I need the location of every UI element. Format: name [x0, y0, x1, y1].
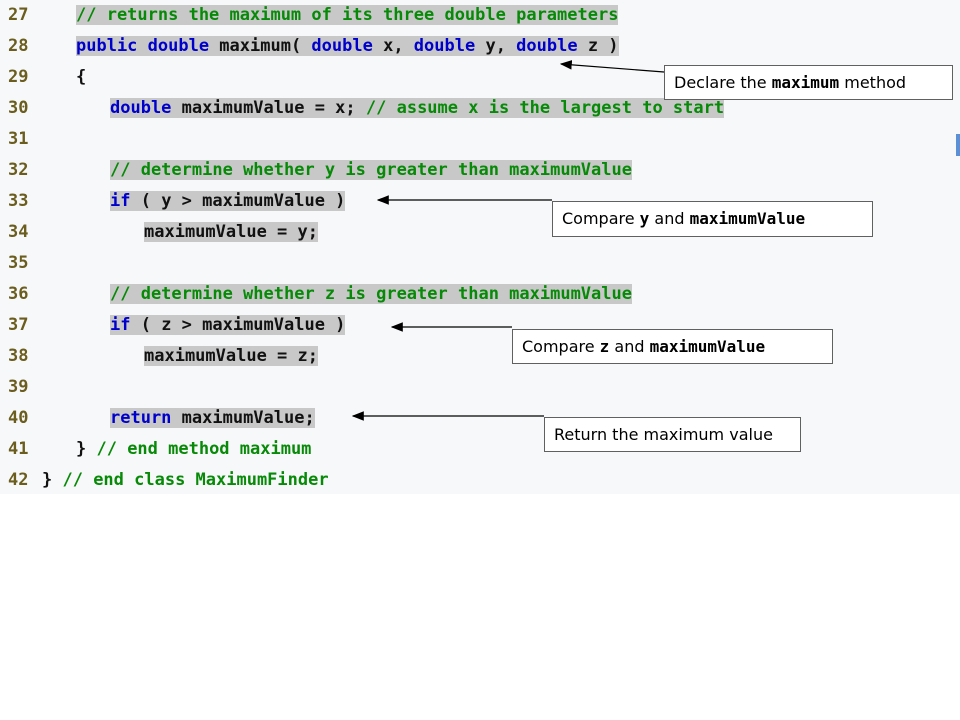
code-token: double — [311, 36, 373, 56]
callout-compare-z: Compare z and maximumValue — [512, 329, 833, 364]
line-number: 35 — [8, 253, 29, 273]
code-token: ( z > maximumValue ) — [130, 315, 346, 335]
code-token: ( y > maximumValue ) — [130, 191, 346, 211]
callout-return: Return the maximum value — [544, 417, 801, 452]
callout-code: z — [599, 337, 610, 356]
code-token: return — [110, 408, 172, 428]
callout-text: Declare the — [674, 73, 772, 92]
code-line: 40 return maximumValue; — [0, 403, 960, 434]
line-number: 39 — [8, 377, 29, 397]
code-line: 35 — [0, 248, 960, 279]
code-token: if — [110, 315, 131, 335]
code-token: x, — [372, 36, 414, 56]
code-line: 38 maximumValue = z; — [0, 341, 960, 372]
code-token: y, — [475, 36, 517, 56]
code-token: public double — [76, 36, 210, 56]
code-token: maximumValue; — [171, 408, 315, 428]
code-text: public double maximum( double x, double … — [76, 31, 619, 62]
code-token: z ) — [577, 36, 619, 56]
code-token: if — [110, 191, 131, 211]
code-text: } // end class MaximumFinder — [42, 465, 329, 496]
line-number: 40 — [8, 408, 29, 428]
code-text: // determine whether y is greater than m… — [110, 155, 632, 186]
callout-text: and — [649, 209, 690, 228]
code-token: double — [516, 36, 578, 56]
callout-declare-maximum: Declare the maximum method — [664, 65, 953, 100]
line-number: 27 — [8, 5, 29, 25]
code-token: double — [110, 98, 172, 118]
code-token: } — [76, 439, 97, 459]
code-token: // assume x is the largest to start — [365, 98, 725, 118]
code-token: // returns the maximum of its three doub… — [76, 5, 619, 25]
code-line: 31 — [0, 124, 960, 155]
code-token: { — [76, 67, 87, 87]
line-number: 33 — [8, 191, 29, 211]
scroll-marker — [956, 134, 960, 156]
code-line: 30 double maximumValue = x; // assume x i… — [0, 93, 960, 124]
code-text: maximumValue = z; — [144, 341, 318, 372]
code-token: maximumValue = z; — [144, 346, 318, 366]
code-text: if ( z > maximumValue ) — [110, 310, 346, 341]
code-line: 41} // end method maximum — [0, 434, 960, 465]
code-token: // end method maximum — [96, 439, 312, 459]
line-number: 34 — [8, 222, 29, 242]
arrow-declare — [559, 60, 665, 73]
code-line: 39 — [0, 372, 960, 403]
code-token: maximum( — [209, 36, 312, 56]
line-number: 36 — [8, 284, 29, 304]
code-line: 36 // determine whether z is greater than… — [0, 279, 960, 310]
code-text: double maximumValue = x; // assume x is … — [110, 93, 725, 124]
callout-text: Compare — [562, 209, 640, 228]
callout-text: Compare — [522, 337, 600, 356]
callout-code: maximum — [771, 73, 840, 92]
code-text: if ( y > maximumValue ) — [110, 186, 346, 217]
code-line: 32 // determine whether y is greater than… — [0, 155, 960, 186]
line-number: 32 — [8, 160, 29, 180]
code-token: maximumValue = x; — [171, 98, 366, 118]
code-line: 34 maximumValue = y; — [0, 217, 960, 248]
code-line: 37 if ( z > maximumValue ) — [0, 310, 960, 341]
code-text: { — [76, 62, 86, 93]
code-text: // returns the maximum of its three doub… — [76, 0, 619, 31]
callout-code: y — [639, 209, 650, 228]
code-text: return maximumValue; — [110, 403, 315, 434]
code-token: // end class MaximumFinder — [62, 470, 329, 490]
line-number: 42 — [8, 470, 29, 490]
code-token: maximumValue = y; — [144, 222, 318, 242]
callout-code: maximumValue — [689, 209, 806, 228]
code-text: } // end method maximum — [76, 434, 311, 465]
code-line: 42} // end class MaximumFinder — [0, 465, 960, 496]
callout-text: and — [609, 337, 650, 356]
callout-compare-y: Compare y and maximumValue — [552, 201, 873, 237]
code-line: 33 if ( y > maximumValue ) — [0, 186, 960, 217]
code-line: 27 // returns the maximum of its three do… — [0, 0, 960, 31]
code-line: 29 { — [0, 62, 960, 93]
line-number: 38 — [8, 346, 29, 366]
line-number: 31 — [8, 129, 29, 149]
line-number: 37 — [8, 315, 29, 335]
code-text: maximumValue = y; — [144, 217, 318, 248]
callout-text: method — [839, 73, 907, 92]
code-token: double — [413, 36, 476, 56]
line-number: 28 — [8, 36, 29, 56]
code-token: // determine whether y is greater than m… — [110, 160, 632, 180]
line-number: 29 — [8, 67, 29, 87]
code-line: 28 public double maximum( double x, doubl… — [0, 31, 960, 62]
callout-code: maximumValue — [649, 337, 766, 356]
line-number: 30 — [8, 98, 29, 118]
line-number: 41 — [8, 439, 29, 459]
callout-text: Return the maximum value — [554, 425, 773, 444]
code-token: } — [42, 470, 63, 490]
code-token: // determine whether z is greater than m… — [110, 284, 632, 304]
code-text: // determine whether z is greater than m… — [110, 279, 632, 310]
